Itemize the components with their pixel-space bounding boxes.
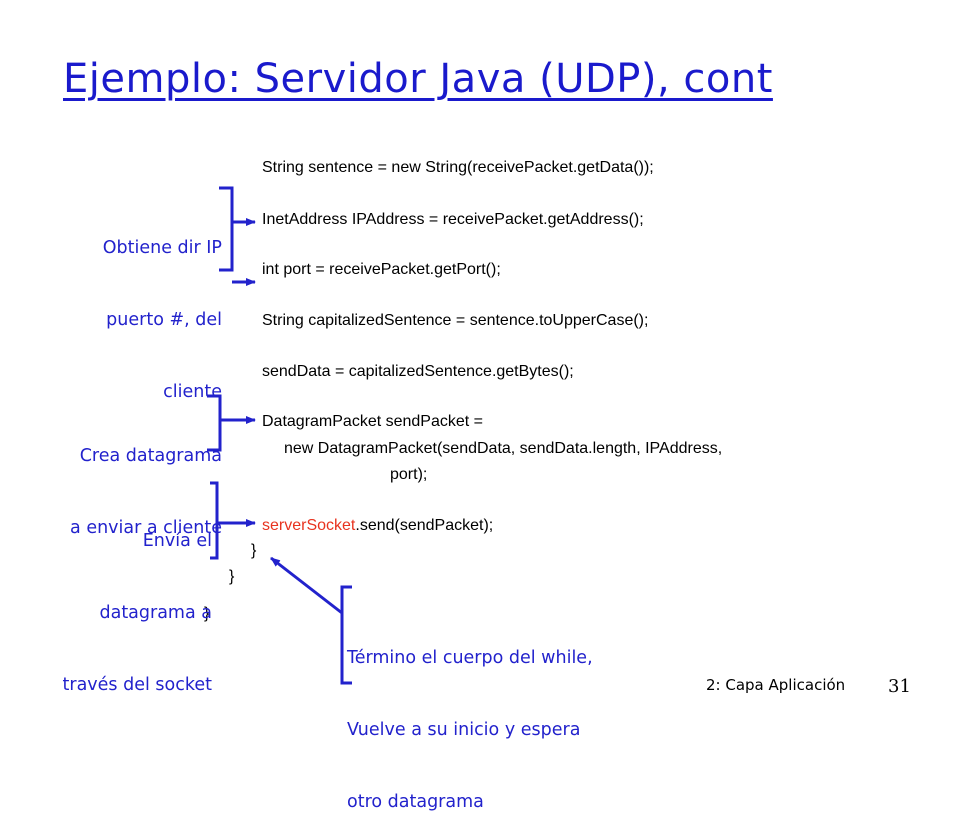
code-line: String sentence = new String(receivePack… [262,159,654,176]
bracket [340,585,352,685]
annotation-line: Obtiene dir IP [102,238,222,258]
arrow [270,556,343,615]
annotation-line: a enviar a cliente [70,518,222,538]
annotation-line: puerto #, del [106,310,222,330]
code-line: serverSocket.send(sendPacket); [262,516,493,536]
footer-section: 2: Capa Aplicación [706,676,846,694]
annotation-crea: Crea datagrama a enviar a cliente [70,396,222,564]
annotation-connectors [207,186,352,685]
code-line: new DatagramPacket(sendData, sendData.le… [284,440,723,457]
annotation-line: Crea datagrama [79,446,222,466]
code-line: DatagramPacket sendPacket = [262,413,484,430]
annotation-line: datagrama a [99,603,212,623]
bracket [219,186,234,272]
annotation-ip: Obtiene dir IP puerto #, del cliente [103,188,222,428]
annotation-line: Vuelve a su inicio y espera [347,720,581,740]
annotation-envia: Envía el datagrama a través del socket [63,481,212,721]
code-highlight: serverSocket [262,517,356,534]
page-number: 31 [888,676,911,697]
code-line: int port = receivePacket.getPort(); [262,261,501,278]
code-brace: } [204,605,210,622]
code-line: String capitalizedSentence = sentence.to… [262,312,649,329]
slide-title: Ejemplo: Servidor Java (UDP), cont [63,56,773,102]
code-line-rest: .send(sendPacket); [355,517,494,534]
code-brace: } [229,568,235,585]
annotation-line: Término el cuerpo del while, [347,648,593,668]
annotation-line: través del socket [62,675,212,695]
code-line: port); [390,466,428,483]
annotation-line: otro datagrama [347,792,484,812]
code-line: InetAddress IPAddress = receivePacket.ge… [262,211,644,228]
code-brace: } [251,542,257,559]
annotation-line: Envía el [142,531,212,551]
bracket [210,481,219,560]
bracket [207,394,222,452]
code-line: sendData = capitalizedSentence.getBytes(… [262,363,574,380]
